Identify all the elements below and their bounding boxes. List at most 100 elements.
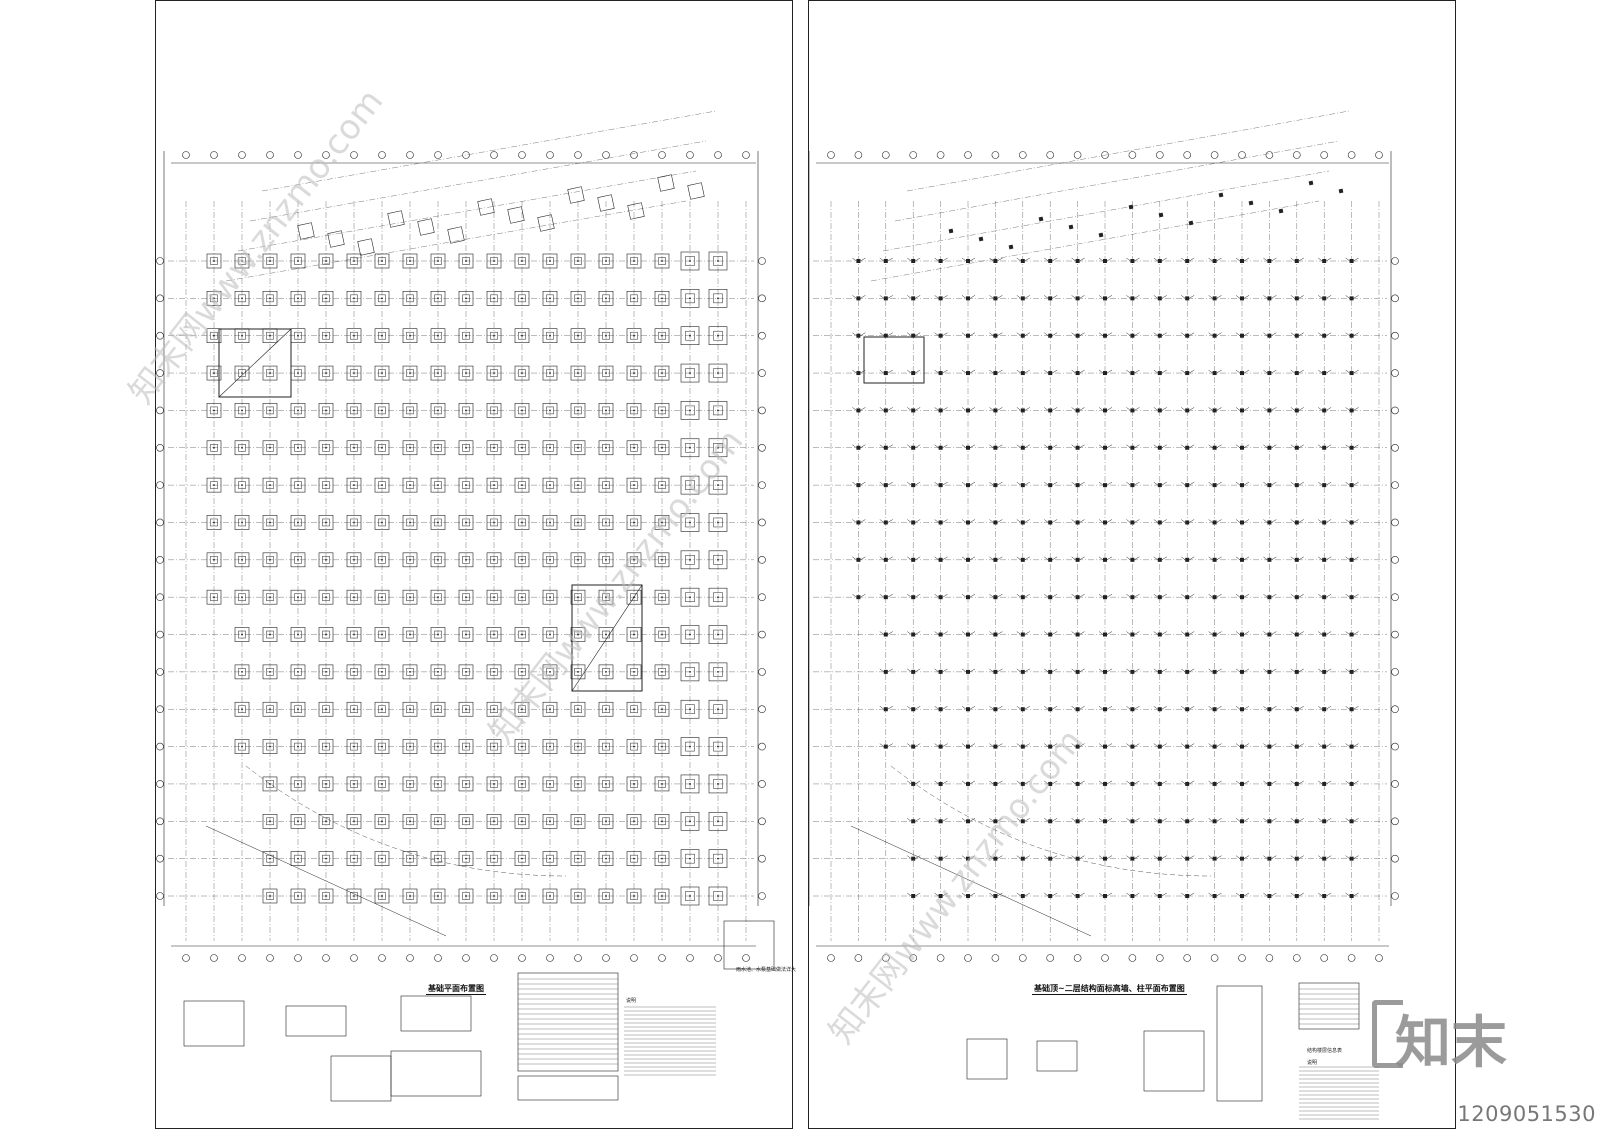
column-mark: [1103, 371, 1107, 376]
footing-pedestal: [546, 593, 554, 601]
column-tag: [1079, 257, 1085, 262]
footing-pedestal: [406, 481, 414, 489]
column-mark: [1267, 707, 1272, 712]
footing-pedestal: [546, 294, 554, 303]
footing: [680, 774, 700, 794]
axis-bubble: [462, 151, 470, 159]
column-tag: [1134, 593, 1140, 598]
axis-bubble: [1238, 954, 1246, 962]
column-tag: [1243, 444, 1250, 448]
column-tag: [942, 369, 948, 374]
column-mark: [325, 857, 327, 860]
footing: [318, 552, 334, 568]
footing-pedestal: [602, 817, 610, 826]
column-mark: [1349, 520, 1354, 525]
footing-pedestal: [378, 406, 386, 415]
column-tag: [1052, 519, 1058, 523]
column-mark: [966, 483, 970, 488]
footing-pedestal: [713, 816, 723, 827]
footing: [514, 888, 530, 904]
axis-bubble: [1320, 151, 1329, 159]
column-tag: [879, 668, 884, 673]
footing: [346, 253, 362, 269]
column-tag: [1016, 593, 1021, 598]
column-tag: [1235, 295, 1241, 299]
footing: [290, 515, 306, 530]
column-mark: [1130, 557, 1135, 562]
column-tag: [887, 706, 893, 710]
column-tag: [1271, 295, 1277, 299]
column-mark: [605, 745, 607, 748]
column-mark: [1185, 894, 1190, 898]
column-tag: [961, 892, 967, 897]
axis-bubble: [210, 954, 218, 962]
column-mark: [1103, 856, 1107, 861]
footing-pedestal: [685, 256, 695, 266]
footing-pedestal: [546, 556, 554, 564]
column-tag: [961, 257, 967, 262]
footing-pedestal: [406, 742, 414, 751]
axis-bubble: [882, 954, 890, 962]
column-mark: [297, 484, 299, 487]
column-tag: [997, 706, 1003, 710]
column-tag: [1216, 444, 1222, 448]
column-tag: [1098, 706, 1104, 710]
column-mark: [269, 895, 271, 897]
column-tag: [1098, 444, 1104, 448]
footing-pedestal: [713, 293, 723, 304]
column-mark: [1185, 819, 1190, 824]
column-mark: [213, 297, 215, 300]
column-mark: [883, 557, 888, 562]
column-tag: [1263, 855, 1268, 859]
footing-pedestal: [658, 331, 666, 340]
footing-pedestal: [210, 481, 218, 489]
brand-logo: 知末: [1395, 1011, 1507, 1076]
footing-pedestal: [434, 331, 442, 340]
axis-bubble: [827, 954, 835, 962]
footing: [626, 477, 642, 493]
column-mark: [1185, 744, 1190, 749]
column-mark: [493, 297, 495, 300]
column-tag: [969, 593, 976, 598]
column-mark: [1130, 744, 1135, 749]
column-mark: [1349, 557, 1354, 562]
column-mark: [1240, 856, 1244, 861]
column-mark: [1157, 557, 1162, 562]
footing: [626, 291, 642, 306]
footing: [290, 253, 306, 269]
column-tag: [1052, 706, 1058, 710]
column-mark: [1240, 632, 1244, 637]
footing: [570, 253, 586, 269]
footing-pedestal: [378, 854, 386, 863]
column-mark: [325, 820, 327, 823]
column-tag: [1326, 743, 1332, 747]
footing: [346, 552, 362, 568]
column-tag: [879, 444, 884, 448]
column-mark: [1130, 669, 1135, 674]
footing: [262, 515, 278, 530]
column-mark: [883, 259, 888, 263]
footing: [570, 664, 586, 680]
footing: [542, 851, 558, 866]
column-mark: [938, 744, 943, 749]
column-mark: [241, 372, 243, 374]
axis-bubble: [156, 443, 164, 452]
column-tag: [961, 481, 967, 486]
column-tag: [1071, 407, 1076, 411]
axis-bubble: [1391, 742, 1399, 751]
footing-pedestal: [378, 817, 386, 826]
footing: [654, 403, 670, 418]
column-tag: [1153, 481, 1158, 486]
column-mark: [1158, 212, 1164, 218]
column-mark: [689, 446, 691, 449]
column-mark: [1240, 894, 1244, 898]
footing-pedestal: [378, 705, 386, 713]
column-tag: [1161, 407, 1167, 411]
column-mark: [633, 857, 635, 860]
column-mark: [1267, 856, 1272, 861]
column-tag: [961, 593, 967, 598]
footing-pedestal: [658, 556, 666, 564]
column-tag: [1106, 631, 1113, 635]
sheet-title-left: 基础平面布置图: [426, 984, 486, 995]
column-mark: [437, 633, 439, 636]
